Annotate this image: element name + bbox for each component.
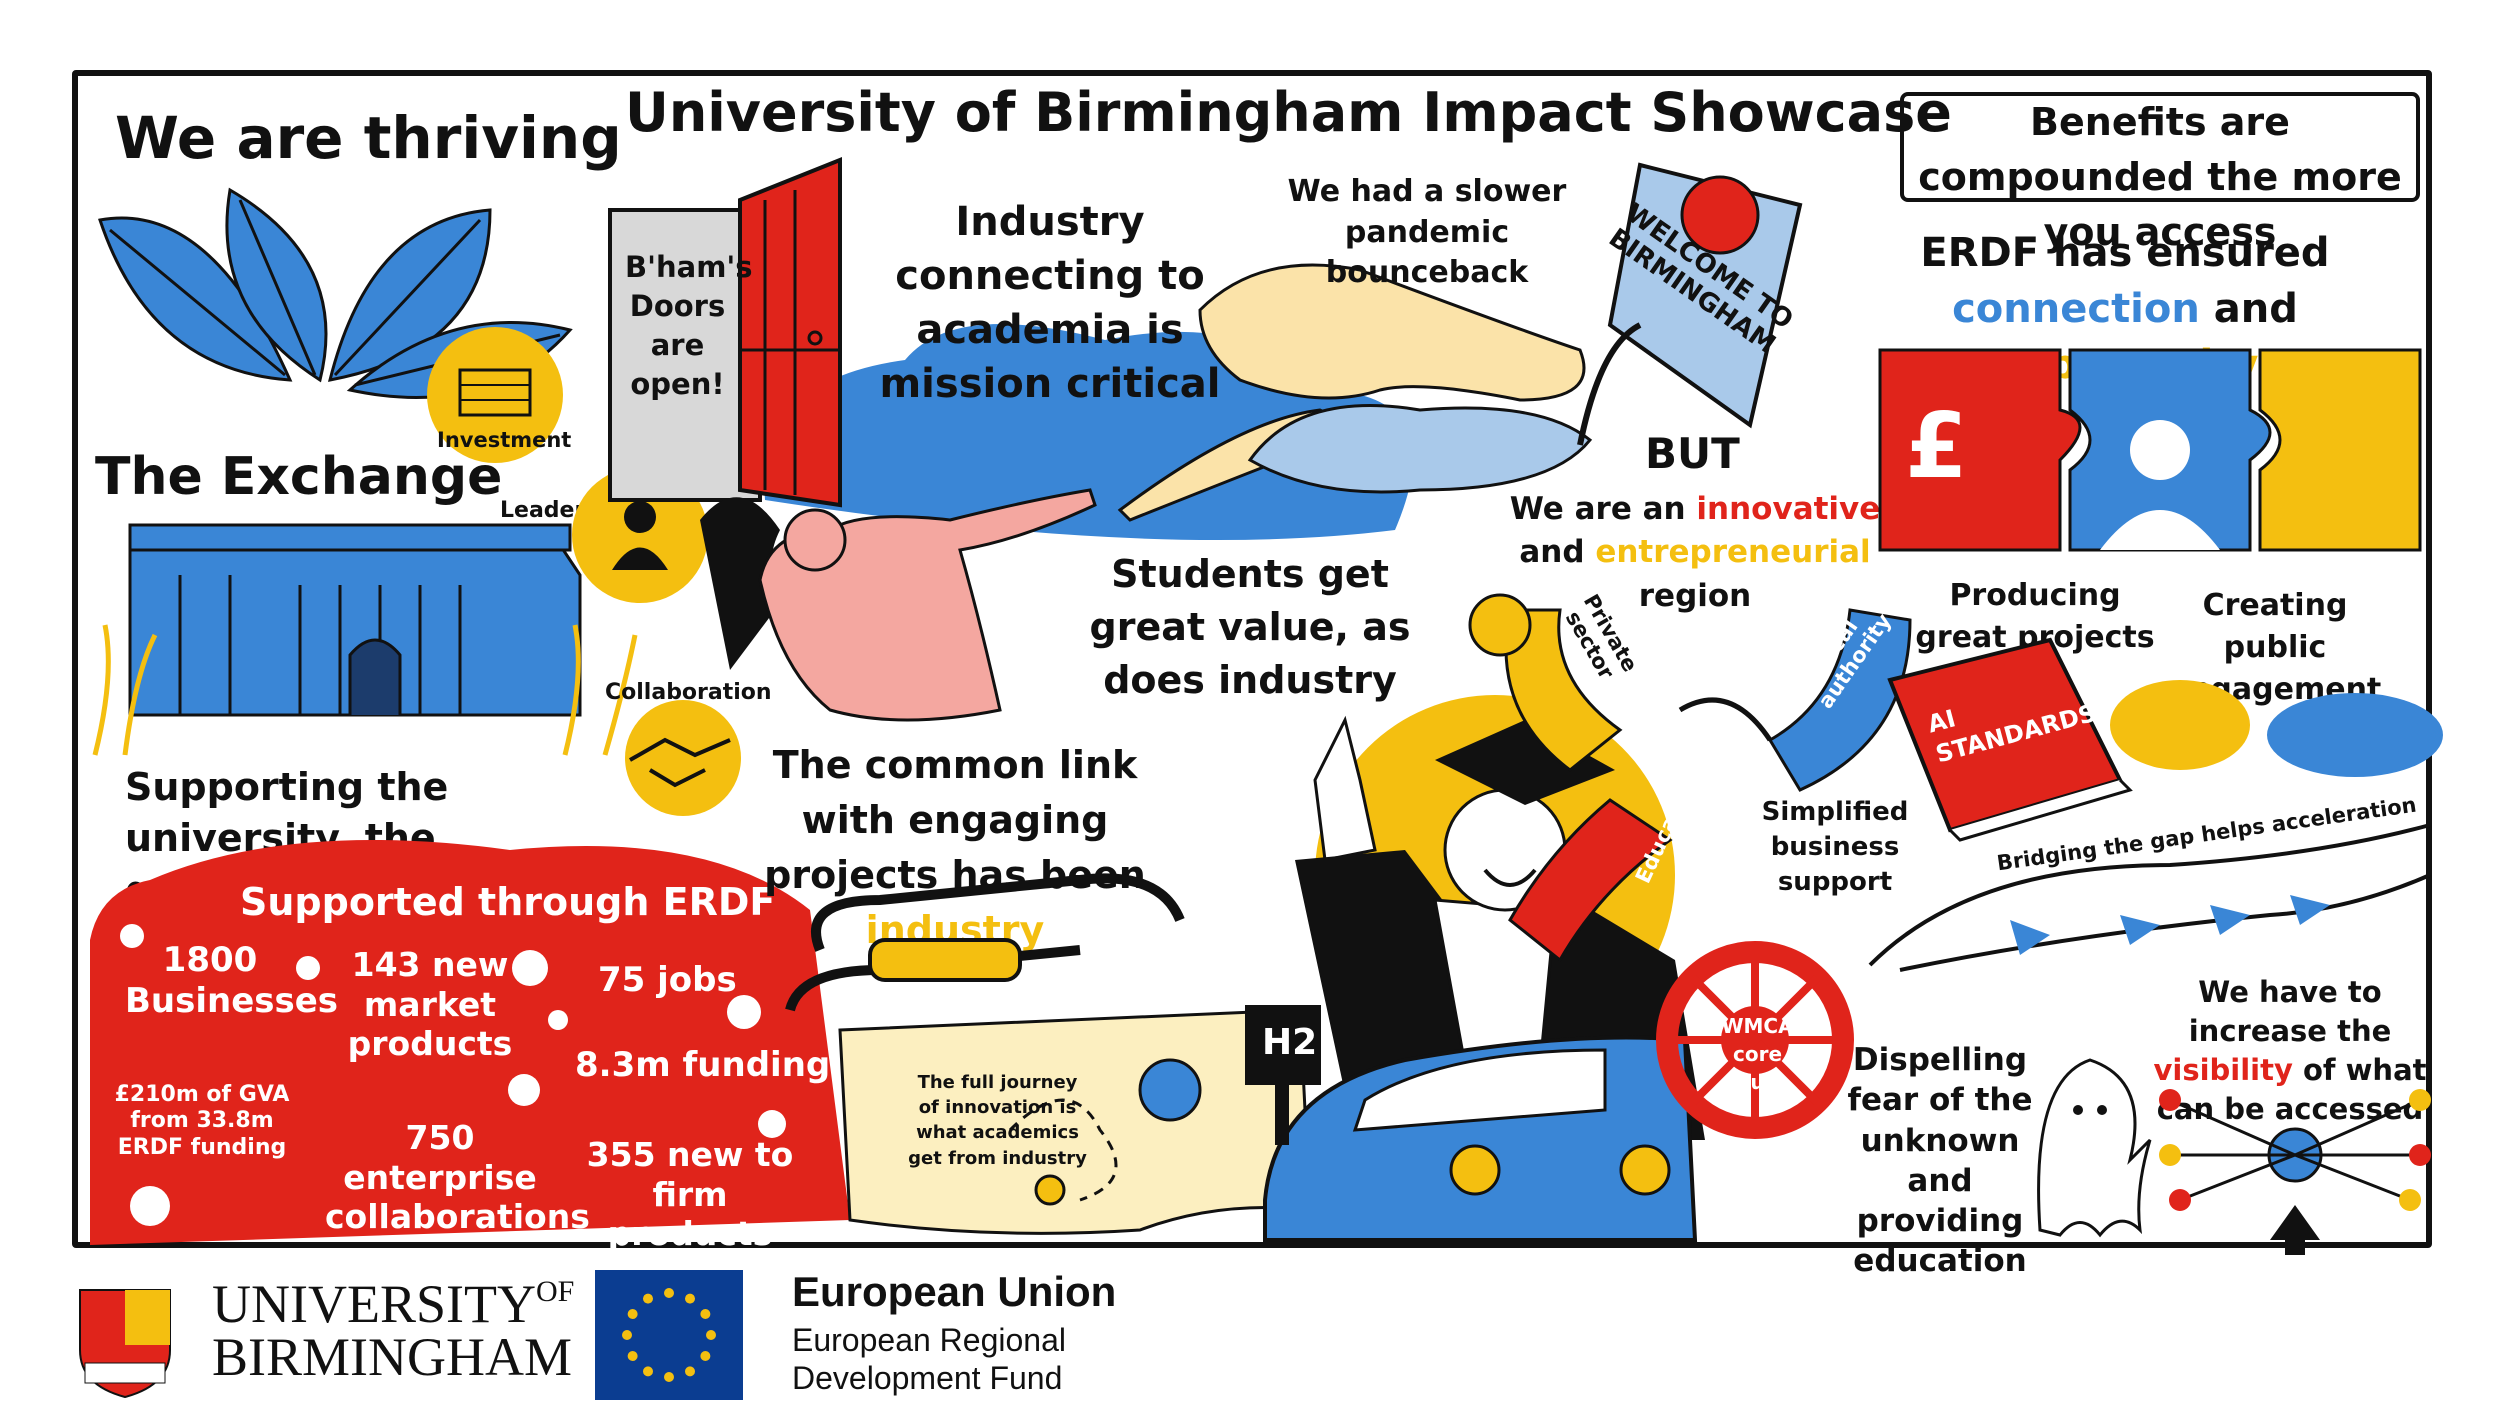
- common-link-prefix: The common link with engaging projects h…: [764, 743, 1146, 898]
- benefits-speech-bubble: [1900, 92, 2420, 202]
- wmca-hub-wheel: [1656, 941, 1854, 1139]
- dispelling-text: Dispelling fear of the unknown and provi…: [1847, 1042, 2033, 1280]
- entrepreneurial-word: entrepreneurial: [1595, 534, 1871, 571]
- eu-star: [700, 1351, 711, 1361]
- puzzle-pieces-illustration: [1878, 348, 2422, 552]
- but-text: BUT: [1645, 429, 1740, 478]
- erdf-p1: ERDF has ensured: [1920, 230, 2330, 276]
- university-name-line1: UNIVERSITYOF: [212, 1274, 575, 1334]
- stat-firm: 355 new to firm products: [586, 1135, 794, 1254]
- wmca-hub-text: WMCA core hub: [1721, 1014, 1794, 1094]
- eu-star: [664, 1372, 674, 1382]
- eu-star: [700, 1309, 711, 1319]
- thriving-heading: We are thriving: [115, 104, 622, 172]
- supported-heading: Supported through ERDF: [240, 880, 776, 924]
- innovative-p3: region: [1638, 577, 1752, 614]
- eu-star: [643, 1366, 653, 1377]
- eu-star: [685, 1366, 695, 1377]
- door-illustration: [608, 157, 842, 508]
- eu-star: [627, 1309, 638, 1319]
- adam-figure-illustration: [700, 488, 1097, 722]
- chain-link-illustration: [785, 873, 1185, 1012]
- god-figure-illustration: [1117, 263, 1593, 522]
- simplified-text: Simplified business support: [1761, 797, 1909, 898]
- eu-star: [664, 1288, 674, 1298]
- erdf-stats-blob: [90, 840, 850, 1245]
- journey-text: The full journey of innovation is what a…: [908, 1072, 1087, 1169]
- eu-star: [706, 1330, 716, 1340]
- connection-word: connection: [1952, 286, 2200, 332]
- eu-star: [627, 1351, 638, 1361]
- ai-standards-book: [1887, 637, 2133, 842]
- doors-text: B'ham's Doors are open!: [625, 250, 753, 402]
- university-name-line2: BIRMINGHAM: [212, 1327, 573, 1387]
- erdf-p2: and: [2213, 286, 2298, 332]
- stat-products: 143 new market products: [347, 945, 513, 1064]
- erdf-line1: European Regional: [792, 1322, 1066, 1358]
- h2-sign: [1245, 1005, 1321, 1145]
- innovative-text: We are an innovative and entrepreneurial…: [1505, 488, 1885, 618]
- leaves-illustration: [98, 187, 573, 399]
- welcome-sign-illustration: [1577, 162, 1803, 446]
- handshake-icon: [625, 700, 741, 816]
- visibility-p1: We have to increase the: [2188, 975, 2392, 1049]
- h2-label: H2: [1262, 1022, 1318, 1063]
- visibility-word: visibility: [2153, 1053, 2293, 1088]
- university-word: UNIVERSITY: [212, 1274, 536, 1334]
- benefits-text: Benefits are compounded the more you acc…: [1918, 100, 2402, 255]
- pound-icon: £: [1905, 394, 1968, 499]
- train-illustration: [1263, 1035, 1698, 1242]
- producing-text: Producing great projects: [1915, 578, 2155, 655]
- page-title: University of Birmingham Impact Showcase: [625, 81, 1952, 144]
- visibility-text: We have to increase the visibility of wh…: [2140, 973, 2440, 1130]
- common-link-text: The common link with engaging projects h…: [745, 738, 1165, 958]
- investment-label: Investment: [437, 428, 572, 452]
- stat-gva: £210m of GVA from 33.8m ERDF funding: [114, 1082, 290, 1160]
- slower-text: We had a slower pandemic bounceback: [1287, 174, 1567, 290]
- exchange-heading: The Exchange: [95, 447, 503, 507]
- university-crest: [79, 1289, 171, 1399]
- visibility-p2: of what can be accessed: [2156, 1053, 2427, 1127]
- students-text: Students get great value, as does indust…: [1089, 552, 1411, 703]
- building-illustration: [128, 523, 582, 717]
- industry-connecting-text: Industry connecting to academia is missi…: [879, 199, 1221, 407]
- stat-enterprise: 750 enterprise collaborations: [325, 1118, 590, 1237]
- stat-jobs: 75 jobs: [598, 960, 737, 1000]
- innovative-p1: We are an: [1509, 491, 1686, 527]
- journey-map-illustration: [838, 1008, 1312, 1235]
- grass-illustration: [92, 624, 638, 756]
- bunting-illustration: [1868, 823, 2431, 972]
- of-word: OF: [535, 1275, 575, 1308]
- network-illustration: [2159, 1089, 2431, 1255]
- innovative-p2: and: [1519, 534, 1585, 571]
- eu-star: [685, 1293, 695, 1304]
- stat-businesses: 1800 Businesses: [125, 940, 339, 1021]
- eu-flag: [595, 1270, 743, 1400]
- eu-name: European Union: [792, 1268, 1117, 1315]
- engagement-bubbles: [2110, 680, 2443, 777]
- money-icon: [427, 327, 563, 463]
- ghost-illustration: [2037, 1058, 2152, 1238]
- poster-frame: [72, 70, 2432, 1248]
- erdf-line2: Development Fund: [792, 1360, 1063, 1396]
- stat-funding: 8.3m funding: [575, 1045, 831, 1085]
- eu-star: [643, 1293, 653, 1304]
- partnership-ring: [1468, 593, 1912, 963]
- innovative-word: innovative: [1696, 491, 1881, 527]
- eu-star: [622, 1330, 632, 1340]
